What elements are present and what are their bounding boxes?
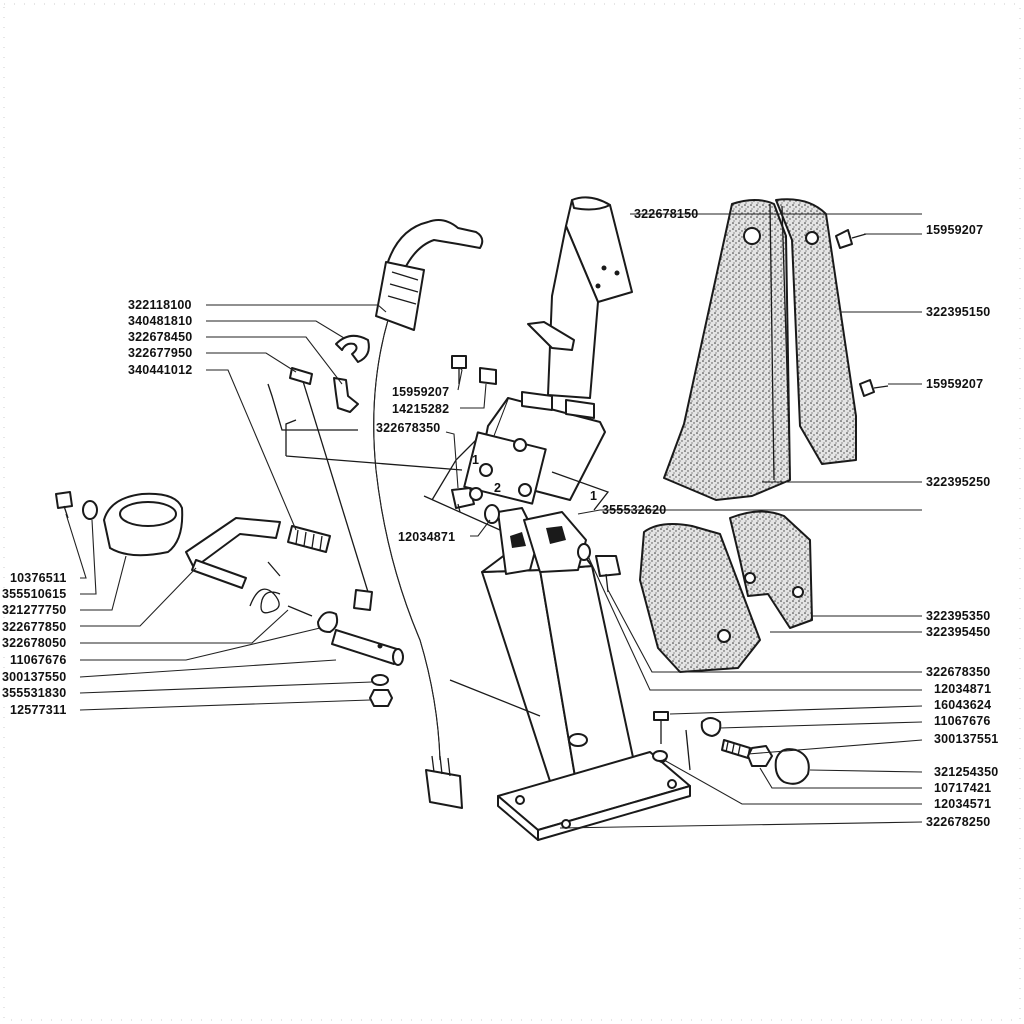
- label-322118100: 322118100: [128, 298, 192, 312]
- label-322395350: 322395350: [926, 609, 990, 623]
- spring-322678050: [249, 561, 313, 617]
- washer-355531830: [371, 674, 389, 686]
- circlip-11067676-left: [317, 611, 339, 633]
- label-322395150: 322395150: [926, 305, 990, 319]
- circlip-11067676-right: [700, 717, 722, 737]
- nut-10717421: [747, 745, 773, 767]
- lever-cable-harness: [373, 219, 484, 809]
- leader-lines: [65, 213, 923, 829]
- bolt-15959207-left: [451, 355, 467, 384]
- nut-12577311: [369, 689, 393, 707]
- bolt-322678350: [451, 487, 483, 513]
- label-300137551: 300137551: [934, 732, 998, 746]
- stud-300137551: [721, 739, 751, 759]
- label-12034871-left: 12034871: [398, 530, 455, 544]
- labels-left: 322118100 340481810 322678450 322677950 …: [2, 298, 455, 717]
- label-15959207-left: 15959207: [392, 385, 449, 399]
- label-10717421: 10717421: [934, 781, 991, 795]
- bolt-322678350-right: [595, 555, 621, 593]
- label-322395250: 322395250: [926, 475, 990, 489]
- page-border: [3, 3, 1021, 1021]
- label-355531830: 355531830: [2, 686, 66, 700]
- label-322395450: 322395450: [926, 625, 990, 639]
- pin-300137550: [331, 629, 404, 666]
- bolt-322678450: [333, 377, 359, 413]
- screw-10376511: [55, 491, 73, 519]
- clip-14215282: [479, 367, 497, 385]
- label-322678450: 322678450: [128, 330, 192, 344]
- label-11067676-left: 11067676: [10, 653, 67, 667]
- screw-15959207-mid: [859, 379, 889, 397]
- washer-12034871: [484, 504, 500, 524]
- cover-322395350: [639, 523, 761, 673]
- knob-321254350: [774, 748, 810, 785]
- pedal-rubber-321277750: [103, 492, 184, 557]
- label-15959207-mid: 15959207: [926, 377, 983, 391]
- label-10376511: 10376511: [10, 571, 67, 585]
- label-14215282: 14215282: [392, 402, 449, 416]
- label-340441012: 340441012: [128, 363, 192, 377]
- bracket-number-1b: 1: [590, 489, 597, 503]
- washer-355510615: [82, 500, 98, 520]
- labels-right: 322678150 15959207 322395150 15959207 32…: [602, 207, 998, 829]
- label-322677950: 322677950: [128, 346, 192, 360]
- washer-12034571: [652, 750, 668, 762]
- label-322678050: 322678050: [2, 636, 66, 650]
- label-321254350: 321254350: [934, 765, 998, 779]
- bracket-number-1a: 1: [472, 453, 479, 467]
- label-300137550: 300137550: [2, 670, 66, 684]
- label-355510615: 355510615: [2, 587, 66, 601]
- label-355532620: 355532620: [602, 503, 666, 517]
- label-12577311: 12577311: [10, 703, 67, 717]
- label-16043624: 16043624: [934, 698, 991, 712]
- bolt-16043624: [653, 711, 669, 744]
- bracket-number-markers: 1 2 1: [472, 453, 597, 503]
- column-upper-tube: [527, 196, 633, 399]
- bracket-322395450: [729, 510, 813, 629]
- screw-15959207-top: [835, 229, 867, 249]
- label-15959207-top: 15959207: [926, 223, 983, 237]
- bracket-number-2: 2: [494, 481, 501, 495]
- column-mount-bracket: [463, 391, 606, 505]
- grip-340441012: [287, 525, 331, 553]
- column-base-plate: [497, 751, 691, 841]
- label-12034571: 12034571: [934, 797, 991, 811]
- label-340481810: 340481810: [128, 314, 192, 328]
- label-12034871-right: 12034871: [934, 682, 991, 696]
- label-322678350-right: 322678350: [926, 665, 990, 679]
- pedal-arm-322677850: [185, 517, 281, 589]
- label-11067676-right: 11067676: [934, 714, 991, 728]
- pull-rod: [289, 367, 373, 611]
- label-321277750: 321277750: [2, 603, 66, 617]
- label-322678150: 322678150: [634, 207, 698, 221]
- column-lower-tube: [481, 507, 641, 813]
- label-322678350-left: 322678350: [376, 421, 440, 435]
- clip-340481810: [335, 334, 370, 363]
- washer-12034871-right: [577, 543, 591, 561]
- label-322677850: 322677850: [2, 620, 66, 634]
- column-cover-322395150: [663, 198, 857, 501]
- label-322678250: 322678250: [926, 815, 990, 829]
